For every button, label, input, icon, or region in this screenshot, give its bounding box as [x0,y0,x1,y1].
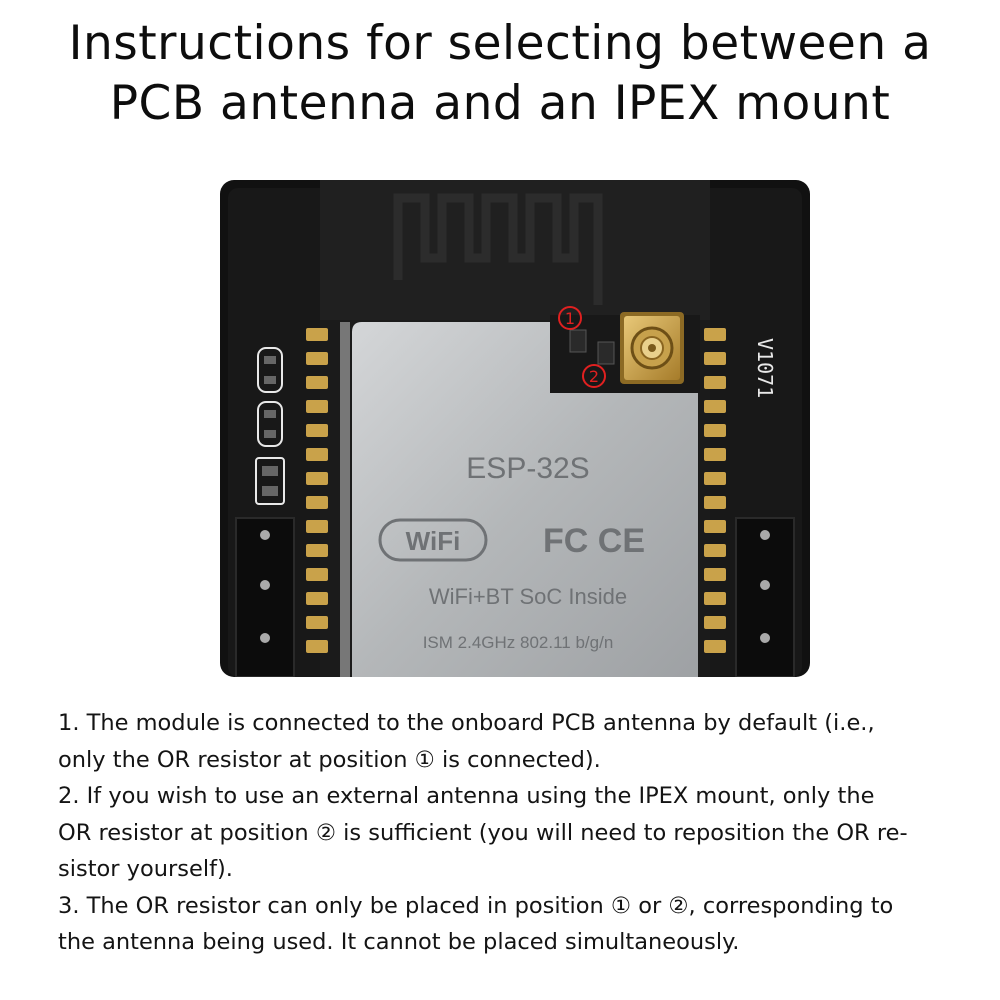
instructions-text: 1. The module is connected to the onboar… [58,705,958,961]
position-marker-2: 2 [582,364,606,388]
spec-label: ISM 2.4GHz 802.11 b/g/n [423,633,614,652]
instruction-line: the antenna being used. It cannot be pla… [58,929,740,955]
board-photo: 1 2 [220,180,810,677]
shield-can [352,322,698,677]
resistor-pad-1 [569,329,587,353]
version-label: V1071 [753,338,777,398]
title-line-1: Instructions for selecting between a [68,16,932,71]
soc-label: WiFi+BT SoC Inside [429,584,627,609]
instruction-line: 2. If you wish to use an external antenn… [58,783,875,809]
pcb-antenna-trace [393,193,603,305]
instruction-line: sistor yourself). [58,856,233,882]
instruction-line: 3. The OR resistor can only be placed in… [58,892,894,919]
page-title: Instructions for selecting between a PCB… [0,14,1000,134]
resistor-pad-2 [597,341,615,365]
cert-marks: FC CE [543,522,645,560]
right-pin-header [735,517,795,677]
ipex-connector [620,312,684,384]
left-pin-header [235,517,295,677]
svg-text:2: 2 [589,367,599,386]
instruction-line: only the OR resistor at position ① is co… [58,746,601,773]
svg-text:1: 1 [565,309,575,328]
right-pads [704,328,726,653]
module-name: ESP-32S [466,452,589,485]
title-line-2: PCB antenna and an IPEX mount [109,76,891,131]
wifi-logo: WiFi [406,526,461,556]
instruction-line: 1. The module is connected to the onboar… [58,710,875,736]
left-components [255,347,285,505]
left-pads [306,328,328,653]
position-marker-1: 1 [558,306,582,330]
instruction-line: OR resistor at position ② is sufficient … [58,819,908,846]
